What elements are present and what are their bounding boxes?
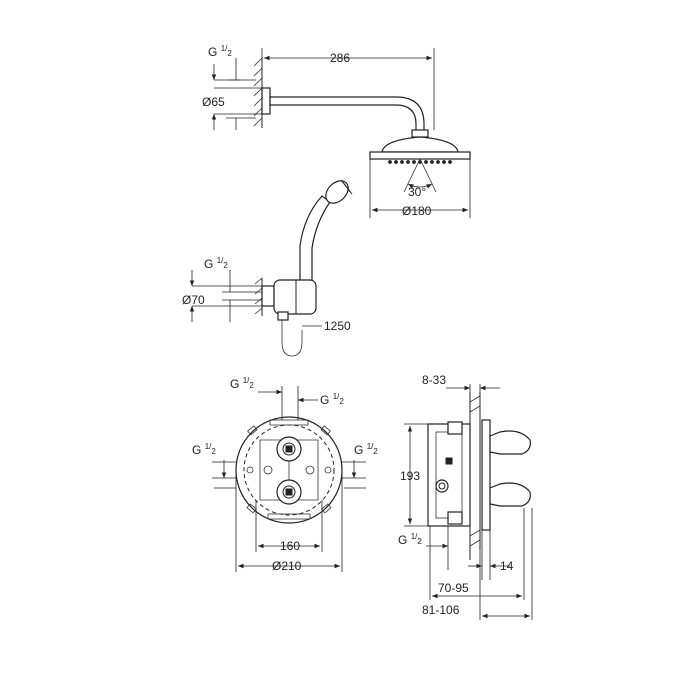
head-angle-label: 30°	[408, 185, 426, 199]
lower-handle-side	[489, 482, 531, 507]
angle-line-left	[403, 158, 421, 193]
inner-width-label: 160	[280, 539, 300, 553]
valve-body-side	[427, 423, 471, 527]
outlet-diameter-label: Ø70	[182, 293, 205, 307]
depth-range-1-label: 70-95	[438, 581, 469, 595]
arm-thread-label: G 1/2	[208, 44, 232, 59]
hose-bracket	[273, 279, 317, 315]
wall-outlet	[261, 285, 275, 307]
hand-shower-assembly: G 1/2 Ø70 1250	[182, 179, 353, 357]
wall-flange	[261, 87, 271, 115]
hose	[281, 314, 303, 357]
valve-body-outline	[259, 439, 319, 501]
valve-top-left-thread: G 1/2	[230, 376, 254, 391]
shower-head-body	[381, 136, 459, 153]
arm-length-label: 286	[330, 51, 350, 65]
hose-length-label: 1250	[324, 319, 351, 333]
side-bottom-thread: G 1/2	[398, 532, 422, 547]
hand-thread-label: G 1/2	[204, 256, 228, 271]
bottom-inlet	[447, 511, 463, 525]
valve-front-view: G 1/2 G 1/2 G 1/2 G 1/2 160 Ø210	[192, 376, 378, 573]
flange-diameter-label: Ø65	[202, 95, 225, 109]
plate-diameter-label: Ø210	[272, 559, 302, 573]
valve-side-view: 8-33 193 G 1/2 14 70-95 81-106	[398, 373, 533, 620]
outlet-port	[435, 479, 449, 493]
wall-hatch	[253, 57, 263, 128]
valve-right-thread: G 1/2	[354, 442, 378, 457]
upper-handle-side	[489, 430, 531, 455]
plate-depth-label: 14	[500, 559, 514, 573]
ball-joint	[411, 129, 429, 138]
head-diameter-label: Ø180	[402, 204, 432, 218]
valve-top-right-thread: G 1/2	[320, 392, 344, 407]
hand-shower-head	[325, 180, 349, 204]
top-inlet	[447, 421, 463, 435]
shower-head-faceplate	[369, 151, 471, 160]
hose-nut	[277, 311, 289, 321]
hand-shower-handle	[299, 195, 331, 283]
shower-arm-assembly: 30° 286 Ø180 G 1/2 Ø65	[202, 44, 471, 218]
angle-arc	[407, 183, 433, 189]
side-cover-plate	[481, 419, 491, 531]
mounting-slots	[246, 419, 332, 520]
height-label: 193	[400, 469, 420, 483]
valve-left-thread: G 1/2	[192, 442, 216, 457]
shower-arm	[269, 96, 425, 133]
wall-range-label: 8-33	[422, 373, 446, 387]
spray-nozzles	[388, 160, 452, 164]
depth-range-2-label: 81-106	[422, 603, 460, 617]
angle-line-right	[419, 158, 437, 193]
